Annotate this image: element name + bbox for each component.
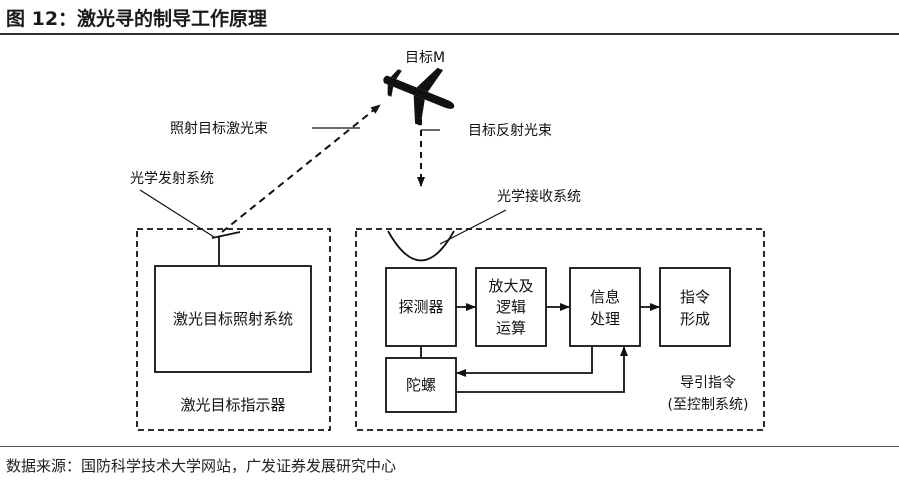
info-label-line-1: 信息 — [590, 288, 620, 306]
receiver-lens-icon — [387, 230, 455, 262]
target-label: 目标M — [405, 50, 445, 66]
source-note: 数据来源：国防科学技术大学网站，广发证券发展研究中心 — [6, 457, 397, 475]
illumination-beam-label: 照射目标激光束 — [170, 120, 268, 137]
command-label-line-2: 形成 — [680, 310, 710, 328]
info-processing-box — [569, 267, 641, 347]
detector-label: 探测器 — [398, 298, 443, 316]
reflected-beam-label: 目标反射光束 — [468, 123, 552, 139]
figure-header: 图 12：激光寻的制导工作原理 — [0, 0, 899, 32]
designator-label: 激光目标指示器 — [180, 396, 285, 414]
amplifier-label-line-1: 放大及 — [488, 277, 533, 295]
figure-title: 图 12：激光寻的制导工作原理 — [6, 8, 268, 30]
gyro-label: 陀螺 — [406, 376, 436, 394]
rx-optics-leader — [439, 209, 507, 245]
info-label-line-2: 处理 — [590, 310, 620, 328]
emitter-icon — [211, 231, 241, 266]
info-to-gyro-arrow — [456, 346, 593, 377]
source-divider — [0, 446, 899, 447]
guidance-command-label-line-1: 导引指令 — [680, 375, 736, 391]
command-label-line-1: 指令 — [680, 288, 710, 306]
gyro-to-info-arrow — [456, 346, 628, 393]
title-divider — [0, 33, 899, 35]
laser-illumination-box — [154, 265, 312, 373]
designator-boundary — [136, 228, 331, 431]
airplane-icon — [383, 67, 455, 126]
amplifier-label-line-3: 运算 — [496, 319, 526, 337]
amplifier-logic-box — [475, 267, 547, 347]
command-formation-box — [659, 267, 731, 347]
amplifier-label-line-2: 逻辑 — [496, 298, 526, 316]
guidance-command-label-line-2: (至控制系统) — [668, 397, 749, 413]
tx-optics-leader — [139, 189, 215, 238]
rx-optics-label: 光学接收系统 — [497, 188, 581, 205]
tx-optics-label: 光学发射系统 — [130, 171, 214, 187]
seeker-boundary — [355, 228, 765, 431]
illumination-beam — [221, 104, 381, 233]
laser-illumination-label: 激光目标照射系统 — [173, 310, 293, 328]
